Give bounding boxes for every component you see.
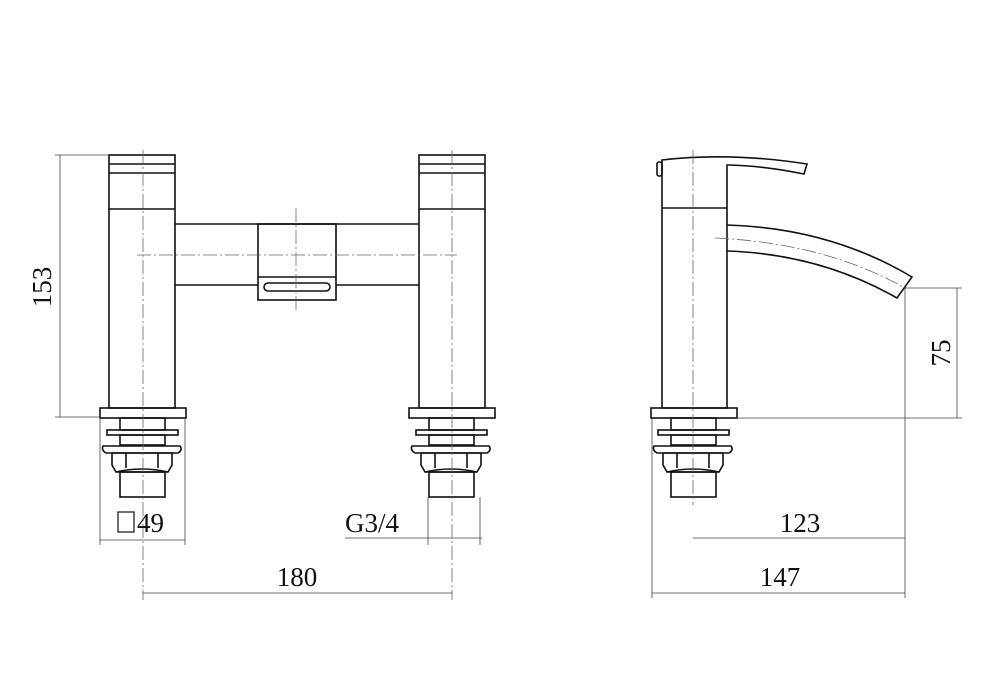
height-dimension: 153 xyxy=(27,267,57,308)
bridge-spout xyxy=(175,223,419,301)
depth-dimension: 147 xyxy=(760,562,801,592)
reach-dimension: 123 xyxy=(780,508,821,538)
left-valve-body xyxy=(99,154,187,498)
centre-lines xyxy=(137,150,457,600)
side-valve-body xyxy=(650,156,809,498)
side-spout xyxy=(714,224,914,300)
side-view: 75 123 147 xyxy=(650,150,962,598)
side-dimension-lines xyxy=(651,287,962,598)
square-dimension: 49 xyxy=(137,508,164,538)
spout-height-dimension: 75 xyxy=(926,340,956,367)
thread-dimension: G3/4 xyxy=(345,508,400,538)
front-view: 153 49 G3/4 180 xyxy=(27,150,496,600)
centres-dimension: 180 xyxy=(277,562,318,592)
square-symbol-icon xyxy=(117,511,135,533)
dimension-lines xyxy=(55,154,482,594)
